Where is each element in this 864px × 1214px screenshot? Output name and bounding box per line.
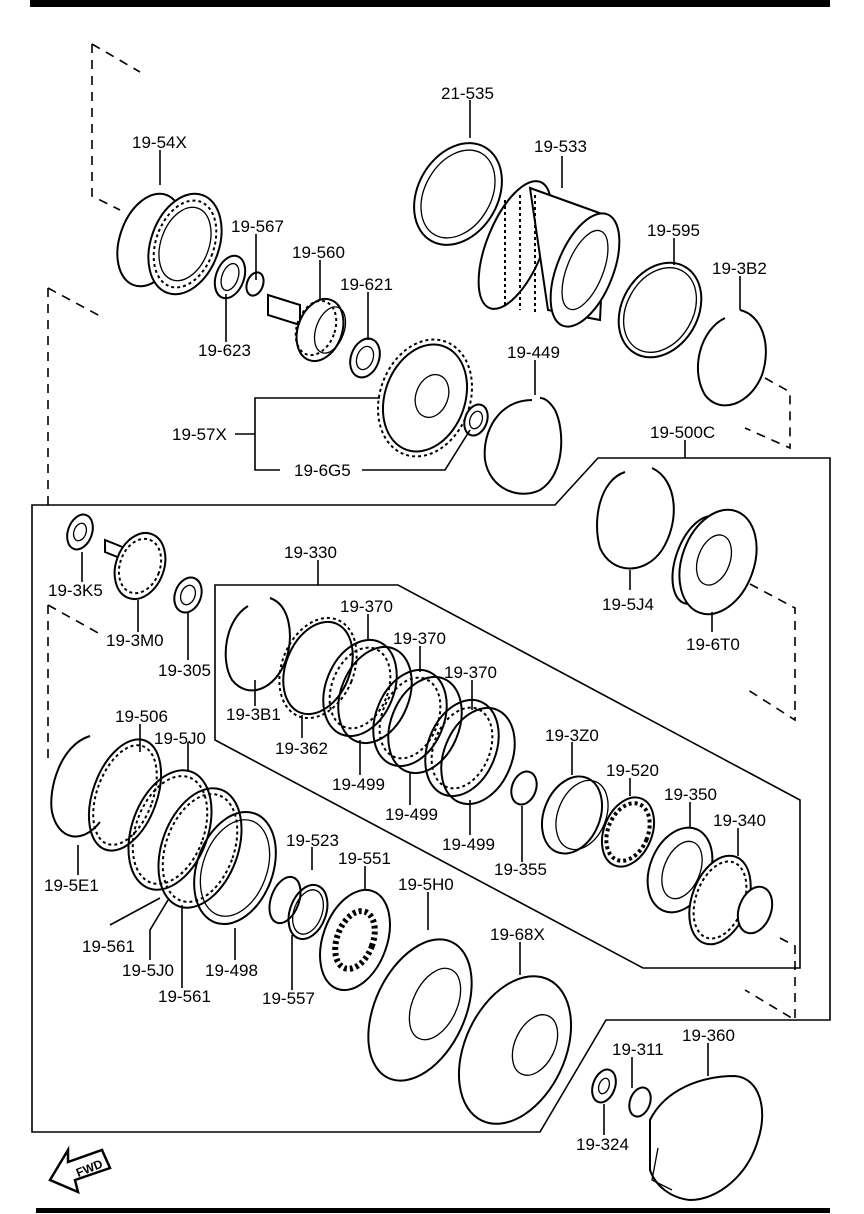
label-19-370-c: 19-370 bbox=[444, 663, 497, 682]
part-clutch-discs bbox=[322, 638, 516, 806]
label-19-6T0: 19-6T0 bbox=[686, 635, 740, 654]
part-19-57X-carrier bbox=[376, 338, 474, 458]
label-19-370-a: 19-370 bbox=[340, 597, 393, 616]
label-21-535: 21-535 bbox=[441, 84, 494, 103]
label-19-533: 19-533 bbox=[534, 137, 587, 156]
part-19-560-gear bbox=[267, 293, 347, 362]
part-19-520-one-way-clutch bbox=[600, 796, 656, 868]
label-19-305: 19-305 bbox=[158, 661, 211, 680]
label-19-311: 19-311 bbox=[612, 1040, 664, 1059]
label-19-621: 19-621 bbox=[340, 275, 393, 294]
part-19-355-ring bbox=[510, 770, 538, 806]
label-19-5J0-b: 19-5J0 bbox=[122, 961, 174, 980]
label-19-5J4: 19-5J4 bbox=[602, 595, 654, 614]
label-19-6G5: 19-6G5 bbox=[294, 461, 351, 480]
label-19-623: 19-623 bbox=[198, 341, 251, 360]
part-19-6G5-washer bbox=[463, 403, 489, 437]
part-labels: 21-535 19-533 19-54X 19-567 19-560 19-62… bbox=[44, 84, 767, 1154]
fwd-arrow-icon: FWD bbox=[48, 1145, 112, 1195]
label-19-557: 19-557 bbox=[262, 989, 315, 1008]
label-19-551: 19-551 bbox=[338, 849, 391, 868]
part-19-6T0-hub bbox=[671, 508, 758, 616]
part-19-362-plate bbox=[278, 616, 358, 720]
label-19-520: 19-520 bbox=[606, 761, 659, 780]
label-19-340: 19-340 bbox=[713, 811, 766, 830]
part-19-3B1-snap-ring bbox=[224, 597, 291, 692]
label-19-499-b: 19-499 bbox=[385, 805, 438, 824]
label-19-449: 19-449 bbox=[507, 343, 560, 362]
label-19-595: 19-595 bbox=[647, 221, 700, 240]
label-19-54X: 19-54X bbox=[132, 133, 187, 152]
bottom-border bbox=[36, 1208, 830, 1213]
label-19-500C: 19-500C bbox=[650, 423, 715, 442]
label-19-561-a: 19-561 bbox=[82, 937, 135, 956]
part-19-449-snap-ring bbox=[483, 397, 563, 495]
part-19-3K5-washer bbox=[66, 513, 94, 551]
label-19-523: 19-523 bbox=[286, 831, 339, 850]
part-19-3M0-gear bbox=[104, 532, 167, 600]
label-19-567: 19-567 bbox=[231, 217, 284, 236]
label-19-3K5: 19-3K5 bbox=[48, 581, 103, 600]
label-19-5J0-a: 19-5J0 bbox=[154, 729, 206, 748]
label-19-330: 19-330 bbox=[284, 543, 337, 562]
label-19-362: 19-362 bbox=[275, 739, 328, 758]
part-19-68X-drum bbox=[457, 975, 573, 1125]
part-19-621-bearing bbox=[349, 337, 381, 379]
label-19-3Z0: 19-3Z0 bbox=[545, 726, 599, 745]
assembly-frames bbox=[31, 457, 831, 1133]
label-19-3M0: 19-3M0 bbox=[106, 631, 164, 650]
leader-lines bbox=[77, 100, 741, 1135]
label-19-560: 19-560 bbox=[292, 243, 345, 262]
part-19-5E1-snap-ring bbox=[50, 735, 101, 838]
part-19-340-hub bbox=[688, 854, 774, 946]
label-19-370-b: 19-370 bbox=[393, 629, 446, 648]
part-19-3Z0-ring bbox=[541, 775, 609, 855]
label-19-498: 19-498 bbox=[205, 961, 258, 980]
label-19-3B2: 19-3B2 bbox=[712, 259, 767, 278]
label-19-561-b: 19-561 bbox=[158, 987, 211, 1006]
label-19-68X: 19-68X bbox=[490, 925, 545, 944]
label-19-499-c: 19-499 bbox=[442, 835, 495, 854]
part-19-5J4-snap-ring bbox=[596, 467, 675, 570]
part-19-3B2-snap-ring bbox=[696, 309, 767, 407]
label-19-350: 19-350 bbox=[664, 785, 717, 804]
part-19-623-washer bbox=[213, 254, 247, 300]
part-19-533-drum bbox=[477, 180, 621, 328]
part-19-523-rings bbox=[268, 875, 329, 941]
part-19-305-bearing bbox=[173, 576, 203, 614]
part-19-551-spring bbox=[319, 888, 391, 992]
label-19-57X: 19-57X bbox=[172, 425, 227, 444]
top-border bbox=[30, 0, 830, 7]
part-19-324-washer bbox=[591, 1068, 617, 1104]
part-21-535-plate bbox=[413, 142, 503, 246]
part-19-506-drum-assembly bbox=[87, 738, 277, 926]
label-19-360: 19-360 bbox=[682, 1026, 735, 1045]
label-19-499-a: 19-499 bbox=[332, 775, 385, 794]
part-19-5H0-piston bbox=[367, 938, 473, 1082]
label-19-506: 19-506 bbox=[115, 707, 168, 726]
part-19-567-ring bbox=[245, 271, 265, 297]
label-19-5H0: 19-5H0 bbox=[398, 875, 454, 894]
label-19-324: 19-324 bbox=[576, 1135, 629, 1154]
label-19-3B1: 19-3B1 bbox=[226, 705, 281, 724]
dashed-guides bbox=[47, 43, 796, 1022]
label-19-355: 19-355 bbox=[494, 860, 547, 879]
part-19-360-band bbox=[649, 1074, 764, 1202]
part-19-595-ring bbox=[617, 261, 703, 359]
part-19-311-ring bbox=[628, 1086, 652, 1118]
label-19-5E1: 19-5E1 bbox=[44, 876, 99, 895]
part-19-54X-planetary bbox=[116, 192, 223, 296]
